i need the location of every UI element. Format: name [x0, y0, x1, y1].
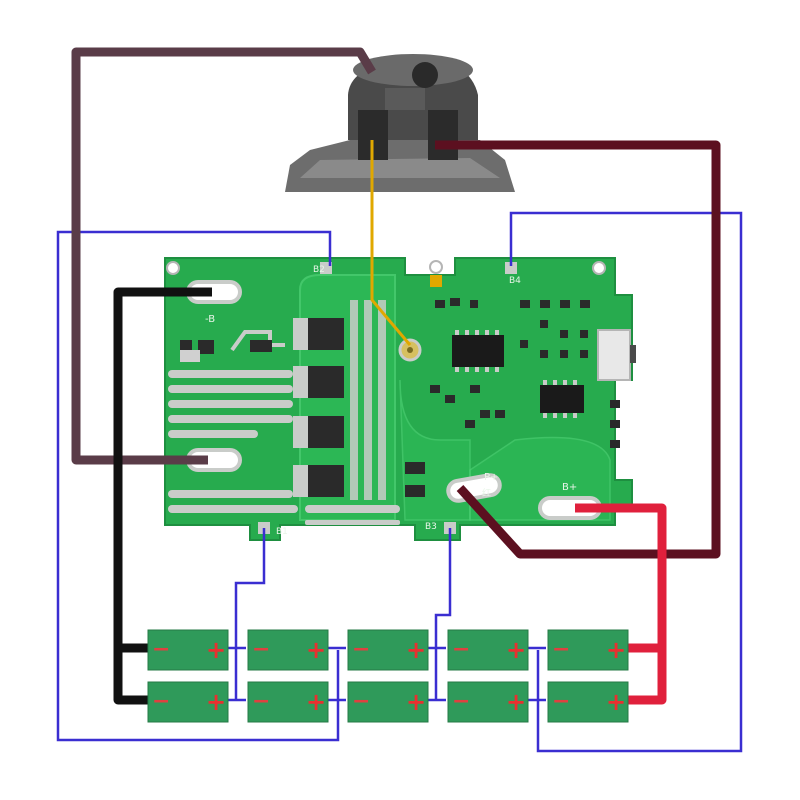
battery-cell: −+	[247, 629, 329, 671]
thermistor-icon	[398, 338, 422, 362]
balance-wire-b4	[509, 211, 743, 753]
cell-positive-sign: +	[406, 688, 426, 716]
label-bplus: B+	[562, 482, 577, 493]
wire-black	[113, 287, 212, 705]
cell-positive-sign: +	[206, 688, 226, 716]
wire-red	[575, 503, 667, 705]
battery-cell: −+	[247, 681, 329, 723]
cell-negative-sign: −	[252, 637, 270, 662]
cell-negative-sign: −	[352, 689, 370, 714]
cell-negative-sign: −	[552, 689, 570, 714]
cell-negative-sign: −	[252, 689, 270, 714]
cell-negative-sign: −	[152, 637, 170, 662]
cell-positive-sign: +	[506, 688, 526, 716]
cell-positive-sign: +	[606, 636, 626, 664]
cell-positive-sign: +	[506, 636, 526, 664]
battery-cell: −+	[347, 681, 429, 723]
cell-positive-sign: +	[606, 688, 626, 716]
pcb-board: B2 B4 B1 B3 -B P+ 红 B+	[164, 257, 636, 541]
balance-wire-b3	[434, 528, 452, 700]
battery-connector-icon	[285, 54, 515, 192]
label-b4: B4	[509, 276, 521, 286]
label-b1: B1	[276, 527, 288, 537]
battery-cell: −+	[347, 629, 429, 671]
cell-positive-sign: +	[206, 636, 226, 664]
cell-negative-sign: −	[452, 637, 470, 662]
battery-cell: −+	[547, 629, 629, 671]
wire-maroon	[435, 140, 721, 559]
battery-cell: −+	[547, 681, 629, 723]
balance-wires	[56, 211, 743, 753]
battery-cell: −+	[147, 629, 229, 671]
cell-positive-sign: +	[306, 636, 326, 664]
wire-yellow	[370, 140, 412, 346]
cell-negative-sign: −	[552, 637, 570, 662]
label-b3: B3	[425, 522, 437, 532]
cell-positive-sign: +	[406, 636, 426, 664]
battery-cells: −+−+−+−+−+−+−+−+−+−+	[147, 629, 629, 723]
label-pplus: P+	[484, 472, 498, 483]
battery-cell: −+	[447, 629, 529, 671]
label-pplus-cn: 红	[482, 487, 491, 499]
cell-negative-sign: −	[352, 637, 370, 662]
battery-cell: −+	[447, 681, 529, 723]
cell-negative-sign: −	[152, 689, 170, 714]
cell-negative-sign: −	[452, 689, 470, 714]
label-bminus: -B	[205, 314, 215, 325]
battery-cell: −+	[147, 681, 229, 723]
balance-wire-b1	[234, 528, 266, 700]
balance-wire-b2	[56, 230, 340, 742]
cell-positive-sign: +	[306, 688, 326, 716]
label-b2: B2	[313, 265, 325, 275]
